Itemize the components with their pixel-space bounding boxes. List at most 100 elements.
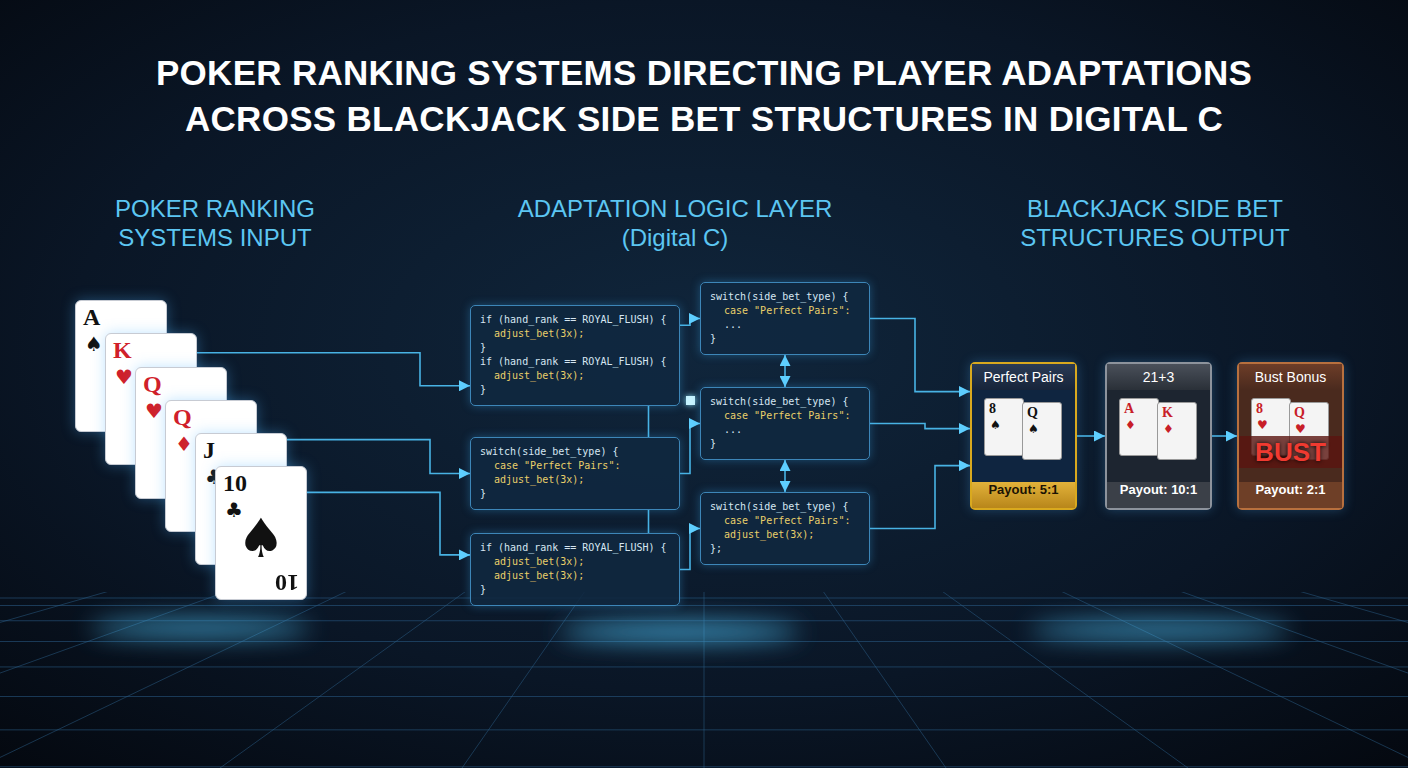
code-line: } [710, 437, 716, 451]
node-text: ♠ [1028, 422, 1039, 436]
mini-card: 8♠ [984, 398, 1024, 456]
grid-line [0, 592, 704, 768]
flow-arrow [870, 424, 970, 429]
grid-line [0, 592, 704, 768]
grid-line [462, 592, 704, 768]
code-line: } [710, 332, 716, 346]
code-line: switch(side_bet_type) { [710, 500, 848, 514]
code-line: case "Perfect Pairs": [724, 409, 850, 423]
grid-line [0, 592, 704, 768]
flow-arrow [1077, 435, 1105, 437]
grid-line [0, 592, 704, 768]
node-text: A [1124, 401, 1134, 417]
flow-arrow [870, 466, 970, 529]
node-text: ♦ [1125, 418, 1136, 432]
code-line: ... [724, 423, 742, 437]
code-panel: switch(side_bet_type) {case "Perfect Pai… [700, 282, 870, 355]
grid-floor [0, 592, 1408, 768]
glow-node [686, 396, 695, 405]
node-text: 8 [989, 401, 996, 417]
grid-line [0, 592, 704, 768]
grid-line [704, 592, 1408, 768]
code-line: } [480, 583, 486, 597]
grid-line [704, 592, 1408, 768]
node-text: ♥ [1257, 418, 1268, 432]
code-line: if (hand_rank == ROYAL_FLUSH) { [480, 313, 667, 327]
diagram-title: POKER RANKING SYSTEMS DIRECTING PLAYER A… [104, 50, 1304, 142]
grid-line [0, 592, 704, 768]
flow-arrow [680, 424, 700, 474]
grid-line [704, 592, 1408, 768]
grid-line [0, 592, 704, 768]
grid-line [704, 592, 705, 768]
node-text: ♥ [1295, 422, 1306, 436]
node-text: ♠ [85, 332, 103, 356]
code-line: case "Perfect Pairs": [724, 304, 850, 318]
node-text: Q [1027, 405, 1038, 421]
flow-arrow [680, 319, 700, 326]
node-text: K [1162, 405, 1173, 421]
column-heading: ADAPTATION LOGIC LAYER (Digital C) [485, 195, 865, 253]
mini-card: Q♠ [1022, 402, 1062, 460]
flow-arrow [870, 319, 970, 392]
code-line: adjust_bet(3x); [494, 327, 584, 341]
code-panel: switch(side_bet_type) {case "Perfect Pai… [700, 492, 870, 565]
code-line: switch(side_bet_type) { [480, 445, 618, 459]
grid-line [704, 592, 1408, 768]
code-line: if (hand_rank == ROYAL_FLUSH) { [480, 541, 667, 555]
node-text: Perfect Pairs [972, 364, 1075, 390]
column-heading: BLACKJACK SIDE BET STRUCTURES OUTPUT [995, 195, 1315, 253]
grid-line [704, 592, 1408, 768]
code-line: case "Perfect Pairs": [724, 514, 850, 528]
grid-line [704, 592, 1408, 768]
node-text: K [113, 337, 132, 364]
code-line: ... [724, 318, 742, 332]
node-text: ♦ [175, 432, 193, 456]
grid-line [704, 592, 1408, 768]
code-line: case "Perfect Pairs": [494, 459, 620, 473]
code-panel: if (hand_rank == ROYAL_FLUSH) {adjust_be… [470, 533, 680, 606]
node-text: Q [143, 371, 162, 398]
code-line: adjust_bet(3x); [494, 473, 584, 487]
mini-card: A♦ [1119, 398, 1159, 456]
flow-arrow [1212, 435, 1237, 437]
grid-line [704, 592, 1408, 768]
code-line: switch(side_bet_type) { [710, 290, 848, 304]
node-text: ♠ [990, 418, 1001, 432]
flow-arrow [648, 510, 650, 533]
code-line: adjust_bet(3x); [724, 528, 814, 542]
code-line: adjust_bet(3x); [494, 569, 584, 583]
node-text: Q [1294, 405, 1305, 421]
grid-line [0, 592, 704, 768]
grid-line [704, 592, 946, 768]
side-bet-card: Perfect PairsPayout: 5:18♠Q♠ [970, 362, 1077, 510]
node-text: ♦ [1163, 422, 1174, 436]
code-line: adjust_bet(3x); [494, 555, 584, 569]
glow [90, 619, 310, 637]
flow-arrow [197, 353, 470, 386]
mini-card: K♦ [1157, 402, 1197, 460]
grid-line [704, 592, 1408, 768]
flow-arrow [680, 529, 700, 570]
grid-line [0, 592, 704, 768]
code-line: switch(side_bet_type) { [710, 395, 848, 409]
node-text: A [83, 304, 100, 331]
node-text: J [203, 437, 215, 464]
code-panel: switch(side_bet_type) {case "Perfect Pai… [470, 437, 680, 510]
side-bet-card: Bust BonusBUSTPayout: 2:18♥Q♥ [1237, 362, 1344, 510]
grid-line [220, 592, 704, 768]
grid-line [704, 592, 1188, 768]
node-text: ♥ [115, 365, 133, 389]
node-text: ♥ [145, 399, 163, 423]
node-text: 10 [275, 569, 299, 596]
node-text: Payout: 10:1 [1107, 482, 1210, 508]
glow-node [686, 396, 695, 405]
node-text: ♠ [216, 507, 306, 570]
code-panel: switch(side_bet_type) {case "Perfect Pai… [700, 387, 870, 460]
node-text: Payout: 2:1 [1239, 482, 1342, 508]
code-panel: if (hand_rank == ROYAL_FLUSH) {adjust_be… [470, 305, 680, 406]
node-text: Bust Bonus [1239, 364, 1342, 390]
grid-line [704, 592, 1408, 768]
code-line: if (hand_rank == ROYAL_FLUSH) { [480, 355, 667, 369]
grid-line [704, 592, 1408, 768]
